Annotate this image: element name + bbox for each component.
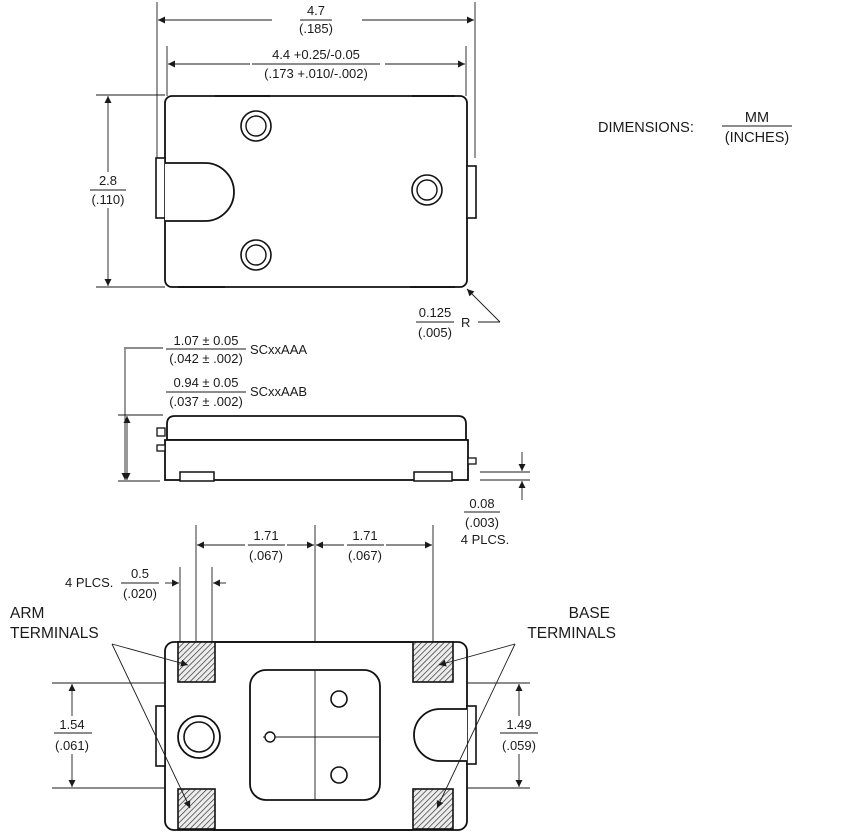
- radius-mm: 0.125: [419, 305, 452, 320]
- legend-unit-inches: (INCHES): [725, 130, 789, 146]
- side-pad-right: [413, 471, 453, 482]
- radius-leader: [466, 288, 501, 323]
- height-aab-in: (.037 ± .002): [169, 394, 243, 409]
- arm-label-line-1: ARM: [10, 605, 44, 622]
- package-lid-side: [166, 415, 467, 441]
- model-aaa: SCxxAAA: [250, 342, 307, 357]
- overall-width-mm: 4.7: [307, 3, 325, 18]
- base-leader-bottom: [436, 643, 516, 809]
- base-terminal-pad-bottom: [412, 788, 454, 830]
- height-aaa-mm: 1.07 ± 0.05: [174, 333, 239, 348]
- center-mark-dot: [264, 731, 276, 743]
- radius-suffix: R: [461, 315, 470, 330]
- side-view: 1.07 ± 0.05 (.042 ± .002) SCxxAAA 0.94 ±…: [118, 333, 530, 547]
- height-mm: 2.8: [99, 173, 117, 188]
- lead-thickness-note: 4 PLCS.: [461, 532, 509, 547]
- lead-thickness-mm: 0.08: [469, 496, 494, 511]
- left-tab-top: [155, 157, 166, 219]
- right-tab-top: [466, 165, 477, 219]
- base-terminal-pad-top: [412, 641, 454, 683]
- center-hole-lower: [330, 766, 348, 784]
- side-pad-left: [179, 471, 215, 482]
- arm-terminal-pad-top: [177, 641, 216, 683]
- overall-width-in: (.185): [299, 21, 333, 36]
- arm-leader-top: [111, 643, 189, 667]
- height-aab-mm: 0.94 ± 0.05: [174, 375, 239, 390]
- base-label-line-1: BASE: [569, 605, 610, 622]
- pad-width-prefix: 4 PLCS.: [65, 575, 113, 590]
- pad-span-left-in: (.061): [55, 738, 89, 753]
- legend-label: DIMENSIONS:: [598, 120, 694, 136]
- dimension-legend: DIMENSIONS: MM (INCHES): [598, 110, 792, 146]
- d-shaped-pad: [165, 162, 235, 222]
- arm-leader-bottom: [111, 643, 191, 809]
- side-lead-right: [467, 457, 477, 465]
- base-label-line-2: TERMINALS: [527, 625, 616, 642]
- height-aaa-in: (.042 ± .002): [169, 351, 243, 366]
- side-lead-left-lower: [156, 444, 166, 452]
- top-view: 4.7 (.185) 4.4 +0.25/-0.05 (.173 +.010/-…: [84, 2, 501, 340]
- pad-width-in: (.020): [123, 586, 157, 601]
- pad-span-left-mm: 1.54: [59, 717, 84, 732]
- body-width-mm: 4.4 +0.25/-0.05: [272, 47, 360, 62]
- pitch-right-in: (.067): [348, 548, 382, 563]
- legend-unit-mm: MM: [745, 110, 769, 126]
- body-width-in: (.173 +.010/-.002): [264, 66, 368, 81]
- pitch-left-mm: 1.71: [253, 528, 278, 543]
- lead-thickness-in: (.003): [465, 515, 499, 530]
- side-lead-left-upper: [156, 427, 166, 437]
- hole-2: [411, 174, 443, 206]
- left-tab-bottom: [155, 705, 166, 767]
- pad-span-right-in: (.059): [502, 738, 536, 753]
- hole-3: [240, 239, 272, 271]
- arm-label-line-2: TERMINALS: [10, 625, 99, 642]
- bottom-view: 1.71 (.067) 1.71 (.067) 4 PLCS. 0.5 (.02…: [10, 525, 616, 831]
- center-hole-upper: [330, 690, 348, 708]
- height-in: (.110): [92, 192, 125, 207]
- radius-in: (.005): [418, 325, 452, 340]
- hole-1: [240, 110, 272, 142]
- pad-span-right-mm: 1.49: [506, 717, 531, 732]
- d-shaped-pad-bottom: [413, 708, 467, 762]
- pitch-left-in: (.067): [249, 548, 283, 563]
- circular-pad: [177, 715, 221, 759]
- pad-width-mm: 0.5: [131, 566, 149, 581]
- base-leader-top: [438, 643, 516, 667]
- model-aab: SCxxAAB: [250, 384, 307, 399]
- pitch-right-mm: 1.71: [352, 528, 377, 543]
